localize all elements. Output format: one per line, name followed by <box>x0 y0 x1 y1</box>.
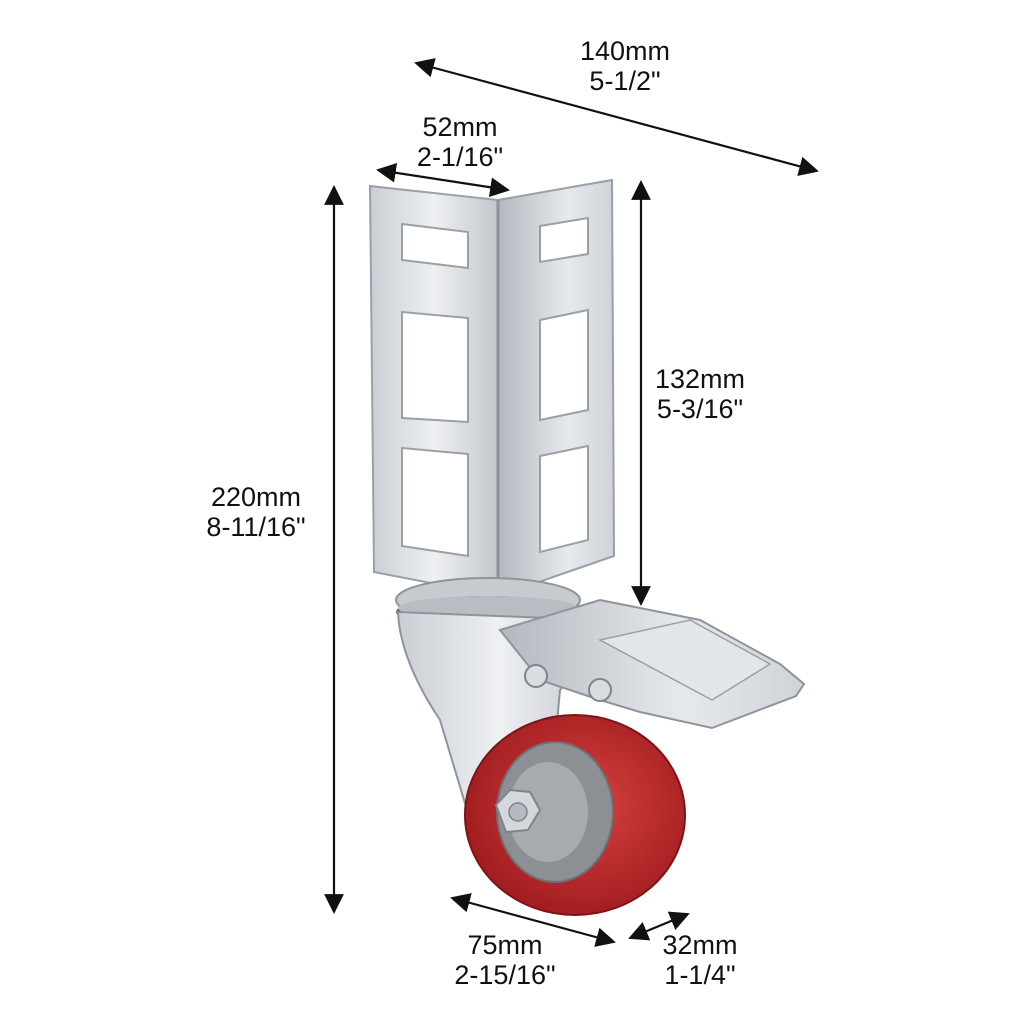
overall-width-imperial: 5-1/2" <box>589 66 661 96</box>
corner-bracket <box>368 178 616 598</box>
wheel-diameter-arrow <box>450 893 616 947</box>
bracket-width-metric: 52mm <box>422 112 498 142</box>
wheel-width-arrow <box>628 911 690 941</box>
bracket-height-imperial: 5-3/16" <box>656 394 744 424</box>
bracket-width-label: 52mm 2-1/16" <box>395 112 525 172</box>
overall-width-metric: 140mm <box>579 36 671 66</box>
wheel-diameter-imperial: 2-15/16" <box>454 960 556 990</box>
wheel-width-imperial: 1-1/4" <box>664 960 736 990</box>
bracket-slots-left <box>401 222 469 558</box>
wheel-diameter-label: 75mm 2-15/16" <box>438 930 572 990</box>
wheel-diameter-metric: 75mm <box>467 930 543 960</box>
bracket-slots-right <box>539 216 589 554</box>
wheel-width-metric: 32mm <box>662 930 738 960</box>
brake-pedal <box>498 598 806 730</box>
bracket-height-label: 132mm 5-3/16" <box>640 364 760 424</box>
bracket-height-metric: 132mm <box>654 364 746 394</box>
overall-height-metric: 220mm <box>210 482 302 512</box>
bracket-width-imperial: 2-1/16" <box>416 142 504 172</box>
wheel-width-label: 32mm 1-1/4" <box>640 930 760 990</box>
bracket-width-arrow <box>376 162 510 198</box>
overall-width-arrow <box>414 58 819 176</box>
overall-height-imperial: 8-11/16" <box>206 512 306 542</box>
caster-wheel <box>464 714 686 916</box>
overall-height-label: 220mm 8-11/16" <box>190 482 322 542</box>
overall-width-label: 140mm 5-1/2" <box>560 36 690 96</box>
